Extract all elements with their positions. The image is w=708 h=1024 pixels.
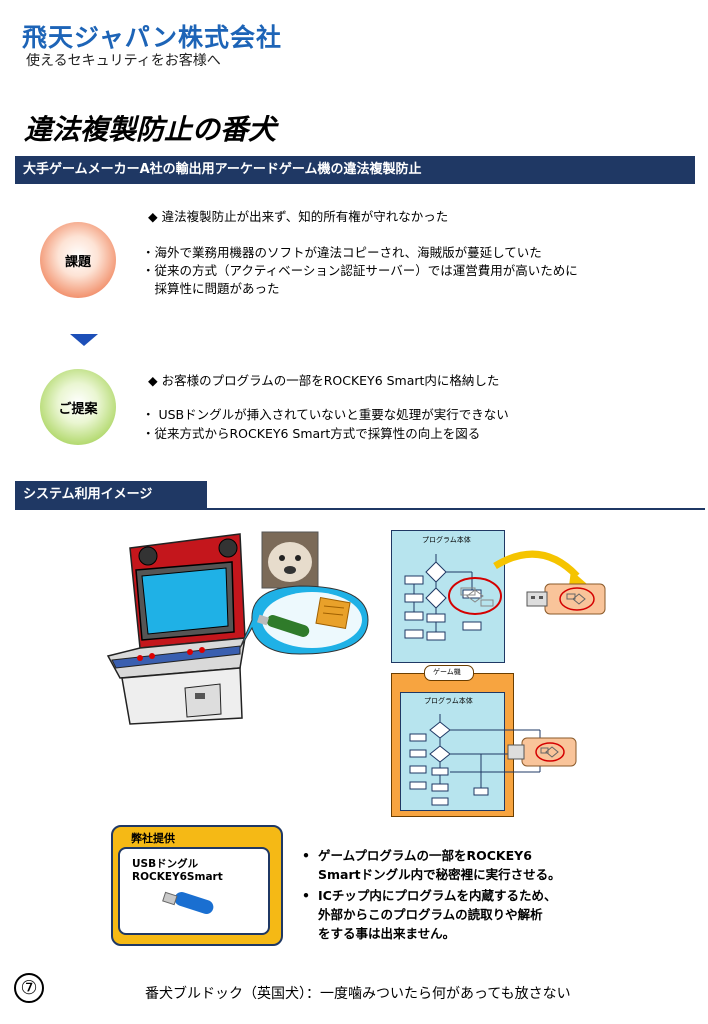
page-title: 違法複製防止の番犬 [24, 113, 277, 146]
issue-headline: ◆ 違法複製防止が出来ず、知的所有権が守れなかった [148, 209, 449, 224]
program-body-label-2: プログラム本体 [424, 697, 473, 705]
bullet-2-line-2: 外部からこのプログラムの読取りや解析 [318, 907, 543, 922]
bullet-1-line-2: Smartドングル内で秘密裡に実行させる。 [318, 867, 561, 882]
section-divider [15, 508, 705, 510]
arcade-machine-illustration [106, 531, 369, 725]
bullet-2-line-3: をする事は出来ません。 [318, 926, 456, 941]
bullet-1-line-1: ゲームプログラムの一部をROCKEY6 [318, 848, 532, 863]
usb-dongle-label: USBドングル [132, 858, 199, 870]
provided-item-card [118, 847, 270, 935]
issue-badge: 課題 [40, 222, 116, 298]
flow-down-arrow [70, 334, 98, 346]
bullet-dot-2: • [302, 888, 310, 903]
company-logo-text: 飛天ジャパン株式会社 [22, 23, 283, 52]
bullet-dot-1: • [302, 848, 310, 863]
case-banner: 大手ゲームメーカーA社の輸出用アーケードゲーム機の違法複製防止 [15, 156, 695, 184]
proposal-line-1: ・ USBドングルが挿入されていないと重要な処理が実行できない [142, 407, 509, 422]
proposal-headline: ◆ お客様のプログラムの一部をROCKEY6 Smart内に格納した [148, 373, 500, 388]
proposal-line-2: ・従来方式からROCKEY6 Smart方式で採算性の向上を図る [142, 426, 481, 441]
game-flowchart [409, 714, 577, 806]
game-machine-tag [424, 665, 474, 681]
program-body-label: プログラム本体 [422, 536, 471, 544]
issue-line-3: 採算性に問題があった [142, 281, 280, 296]
usb-dongle-icon [162, 891, 214, 915]
program-flowchart [404, 550, 606, 641]
company-tagline: 使えるセキュリティをお客様へ [26, 53, 221, 69]
proposal-badge: ご提案 [40, 369, 116, 445]
issue-line-1: ・海外で業務用機器のソフトが違法コピーされ、海賊版が蔓延していた [142, 245, 542, 260]
page-number: ⑦ [14, 973, 44, 1003]
issue-line-2: ・従来の方式（アクティベーション認証サーバー）では運営費用が高いために [142, 263, 578, 278]
bullet-2-line-1: ICチップ内にプログラムを内蔵するため、 [318, 888, 557, 903]
provided-label: 弊社提供 [131, 832, 175, 845]
footer-caption: 番犬ブルドック（英国犬）：一度噛みついたら何があっても放さない [145, 986, 571, 1002]
system-image-tab: システム利用イメージ [15, 481, 207, 509]
product-name-label: ROCKEY6Smart [132, 871, 223, 883]
game-machine-label: ゲーム機 [433, 668, 461, 676]
